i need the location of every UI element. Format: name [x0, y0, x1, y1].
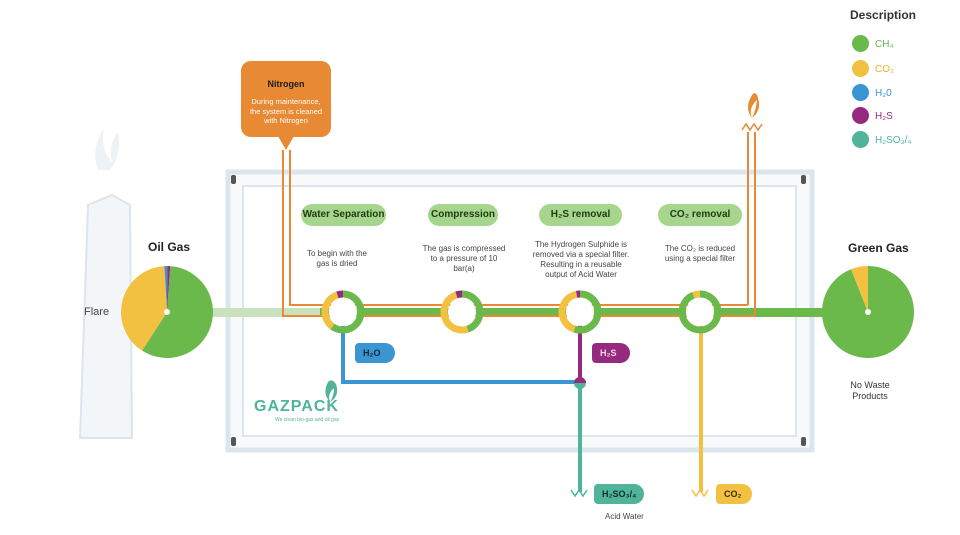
green-gas-title: Green Gas [848, 241, 909, 255]
legend-swatch [852, 84, 869, 101]
flare-label: Flare [84, 306, 110, 318]
gazpack-flame-icon [325, 380, 338, 402]
tag-h2s: H₂S [592, 343, 630, 363]
flare-stack [78, 128, 134, 439]
stage-ring-segment [573, 290, 602, 334]
co2-line [691, 316, 709, 498]
legend-swatch [852, 107, 869, 124]
pie-slice-h2o [164, 266, 168, 312]
legend-title: Description [850, 8, 917, 22]
stage-desc-water-separation: To begin with the gas is dried [306, 249, 368, 268]
flare-smoke-icon [95, 128, 119, 170]
stage-ring-segment [678, 290, 722, 334]
stage-pill-co2-removal: CO₂ removal [658, 204, 742, 226]
pie-center [164, 309, 170, 315]
stage-ring-segment [321, 291, 339, 330]
stage-rings [321, 290, 722, 334]
panel-bolt [801, 175, 806, 184]
tag-co2: CO₂ [716, 484, 752, 504]
brand-name: GAZPACK [254, 398, 339, 415]
tag-h2o: H₂O [355, 343, 395, 363]
green-gas-subtitle: No Waste Products [850, 380, 890, 401]
stage-pill-water-separation: Water Separation [301, 204, 386, 226]
brand-tagline: We clean bio-gas and oil gas [275, 417, 340, 423]
stage-ring-segment [558, 290, 578, 333]
pie-slice-co2 [851, 266, 868, 312]
stage-ring-segment [330, 290, 365, 334]
h2so-line [570, 384, 588, 498]
stage-desc-h2s-removal: The Hydrogen Sulphide is removed via a s… [532, 240, 630, 279]
legend-swatch [852, 131, 869, 148]
pie-slice-co2 [120, 266, 167, 351]
stage-ring-segment [692, 290, 701, 299]
green-gas-pie [822, 266, 915, 358]
stage-ring-center [686, 298, 714, 326]
vent-flame-icon [748, 93, 760, 118]
stage-desc-compression: The gas is compressed to a pressure of 1… [422, 244, 506, 273]
pie-slice-ch4 [142, 266, 213, 358]
h2o-line [341, 314, 582, 384]
pie-center [865, 309, 871, 315]
panel-bolt [801, 437, 806, 446]
panel-bolt [231, 437, 236, 446]
pie-slice-h2s [167, 266, 171, 312]
stage-ring-center [566, 298, 594, 326]
panel-bolt [231, 175, 236, 184]
acid-water-label: Acid Water [605, 512, 644, 521]
nitrogen-box: Nitrogen During maintenance, the system … [241, 61, 331, 137]
stage-ring-segment [336, 290, 344, 299]
nitrogen-title: Nitrogen [267, 79, 305, 89]
tag-h2so: H₂SO₃/₄ [594, 484, 644, 504]
stage-pill-compression: Compression [428, 204, 498, 226]
stage-pill-h2s-removal: H₂S removal [539, 204, 622, 226]
legend-swatch [852, 60, 869, 77]
stage-ring-center [448, 298, 476, 326]
stage-ring-center [329, 298, 357, 326]
oil-gas-pie [120, 266, 213, 358]
stage-ring-segment [455, 290, 463, 299]
nitrogen-text: During maintenance, the system is cleane… [249, 97, 323, 125]
stage-desc-co2-removal: The CO₂ is reduced using a special filte… [664, 244, 736, 263]
oil-gas-title: Oil Gas [148, 240, 191, 254]
nitrogen-pointer [278, 136, 294, 150]
stage-ring-segment [461, 290, 484, 333]
stage-ring-segment [440, 291, 469, 334]
legend-swatch [852, 35, 869, 52]
